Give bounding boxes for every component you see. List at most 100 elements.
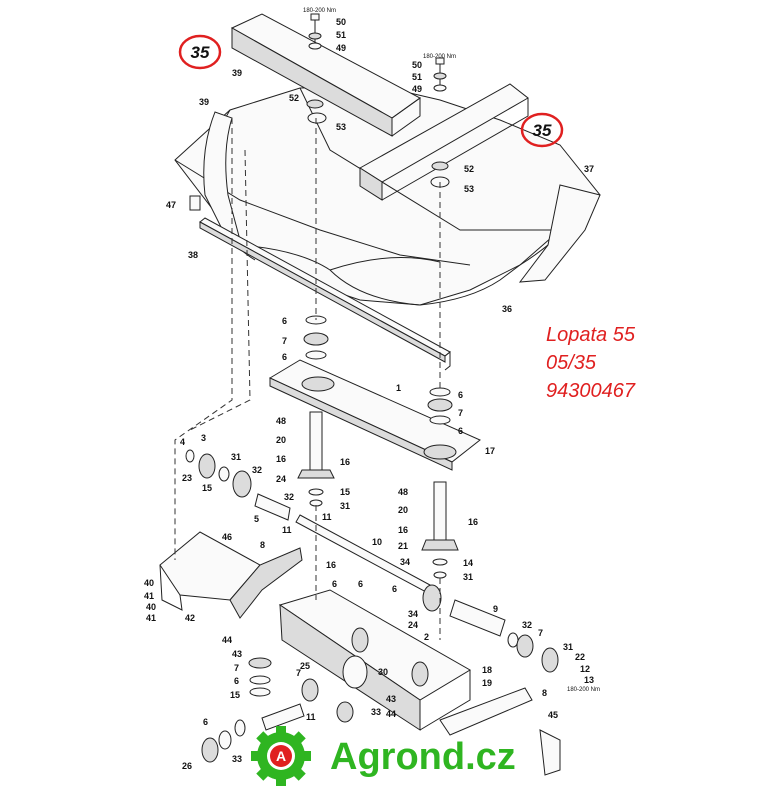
part-number-label: 20	[276, 435, 286, 445]
torque-spec: 180-200 Nm	[423, 54, 456, 60]
support-frame-right	[439, 687, 533, 736]
part-number-label: 7	[282, 336, 287, 346]
callout-35-left: 35	[178, 34, 222, 70]
part-number-label: 42	[185, 613, 195, 623]
part-number-label: 31	[340, 501, 350, 511]
brand-name: Agrond.cz	[330, 736, 516, 778]
part-number-label: 31	[463, 572, 473, 582]
part-number-label: 44	[386, 709, 396, 719]
part-number-label: 24	[276, 474, 286, 484]
part-number-label: 6	[458, 426, 463, 436]
part-number-label: 11	[306, 712, 316, 722]
part-number-label: 51	[412, 72, 422, 82]
part-number-label: 40	[144, 578, 154, 588]
part-number-label: 3	[201, 433, 206, 443]
part-number-label: 50	[412, 60, 422, 70]
part-number-label: 6	[234, 676, 239, 686]
pinion-group-left	[185, 449, 291, 521]
part-number-label: 32	[252, 465, 262, 475]
part-number-label: 7	[234, 663, 239, 673]
part-number-label: 48	[276, 416, 286, 426]
part-number-label: 7	[296, 668, 301, 678]
part-number-label: 2	[424, 632, 429, 642]
cover-plate	[539, 729, 561, 776]
bearing-stack-right	[427, 387, 453, 425]
assembly-guides	[174, 118, 441, 640]
info-model: Lopata 55	[546, 324, 636, 346]
part-number-label: 37	[584, 164, 594, 174]
bearing-stack-left	[303, 315, 329, 360]
bottom-washers	[201, 701, 354, 763]
part-number-label: 53	[464, 184, 474, 194]
shaft-right	[421, 481, 459, 579]
part-number-label: 6	[332, 579, 337, 589]
part-number-label: 49	[336, 43, 346, 53]
part-number-label: 34	[408, 609, 418, 619]
part-number-label: 53	[336, 122, 346, 132]
shaft-left	[297, 411, 335, 507]
part-number-label: 13	[584, 675, 594, 685]
part-number-label: 31	[563, 642, 573, 652]
part-number-label: 6	[282, 316, 287, 326]
part-number-label: 6	[203, 717, 208, 727]
part-number-label: 12	[580, 664, 590, 674]
part-number-label: 51	[336, 30, 346, 40]
upper-beam-right	[359, 83, 529, 201]
part-number-label: 19	[482, 678, 492, 688]
part-number-label: 9	[493, 604, 498, 614]
part-number-label: 16	[326, 560, 336, 570]
part-labels: 5051493952535051493952533747383667616764…	[144, 17, 594, 771]
part-number-label: 15	[202, 483, 212, 493]
part-number-label: 52	[289, 93, 299, 103]
part-number-label: 43	[232, 649, 242, 659]
torque-spec: 180-200 Nm	[567, 687, 600, 693]
part-number-label: 6	[282, 352, 287, 362]
part-number-label: 4	[180, 437, 185, 447]
svg-text:35: 35	[533, 121, 552, 140]
shaft-9	[449, 599, 506, 637]
part-number-label: 25	[300, 661, 310, 671]
part-number-label: 48	[398, 487, 408, 497]
info-date: 05/35	[546, 352, 597, 374]
part-number-label: 15	[340, 487, 350, 497]
callout-35-right: 35	[520, 112, 564, 148]
part-number-label: 49	[412, 84, 422, 94]
lower-bearings-left	[248, 655, 368, 702]
part-number-label: 22	[575, 652, 585, 662]
part-number-label: 11	[322, 512, 332, 522]
part-number-label: 18	[482, 665, 492, 675]
support-frame-left	[159, 531, 303, 619]
side-skid-right	[518, 184, 601, 283]
part-number-label: 26	[182, 761, 192, 771]
part-number-label: 39	[199, 97, 209, 107]
part-number-label: 8	[260, 540, 265, 550]
part-number-label: 45	[548, 710, 558, 720]
part-number-label: 33	[232, 754, 242, 764]
part-number-label: 50	[336, 17, 346, 27]
part-number-label: 6	[458, 390, 463, 400]
part-number-label: 38	[188, 250, 198, 260]
svg-text:35: 35	[191, 43, 210, 62]
part-number-label: 17	[485, 446, 495, 456]
part-number-label: 46	[222, 532, 232, 542]
part-number-label: 31	[231, 452, 241, 462]
part-number-label: 44	[222, 635, 232, 645]
top-bolt-left	[306, 13, 327, 124]
part-number-label: 16	[340, 457, 350, 467]
part-number-label: 16	[468, 517, 478, 527]
part-number-label: 32	[284, 492, 294, 502]
part-number-label: 24	[408, 620, 418, 630]
part-number-label: 7	[458, 408, 463, 418]
part-number-label: 11	[282, 525, 292, 535]
part-number-label: 43	[386, 694, 396, 704]
part-number-label: 23	[182, 473, 192, 483]
part-number-label: 16	[276, 454, 286, 464]
part-number-label: 33	[371, 707, 381, 717]
gear-group-right	[422, 584, 559, 673]
part-number-label: 5	[254, 514, 259, 524]
part-number-label: 52	[464, 164, 474, 174]
part-number-label: 40	[146, 602, 156, 612]
part-number-label: 30	[378, 667, 388, 677]
part-number-label: 6	[392, 584, 397, 594]
